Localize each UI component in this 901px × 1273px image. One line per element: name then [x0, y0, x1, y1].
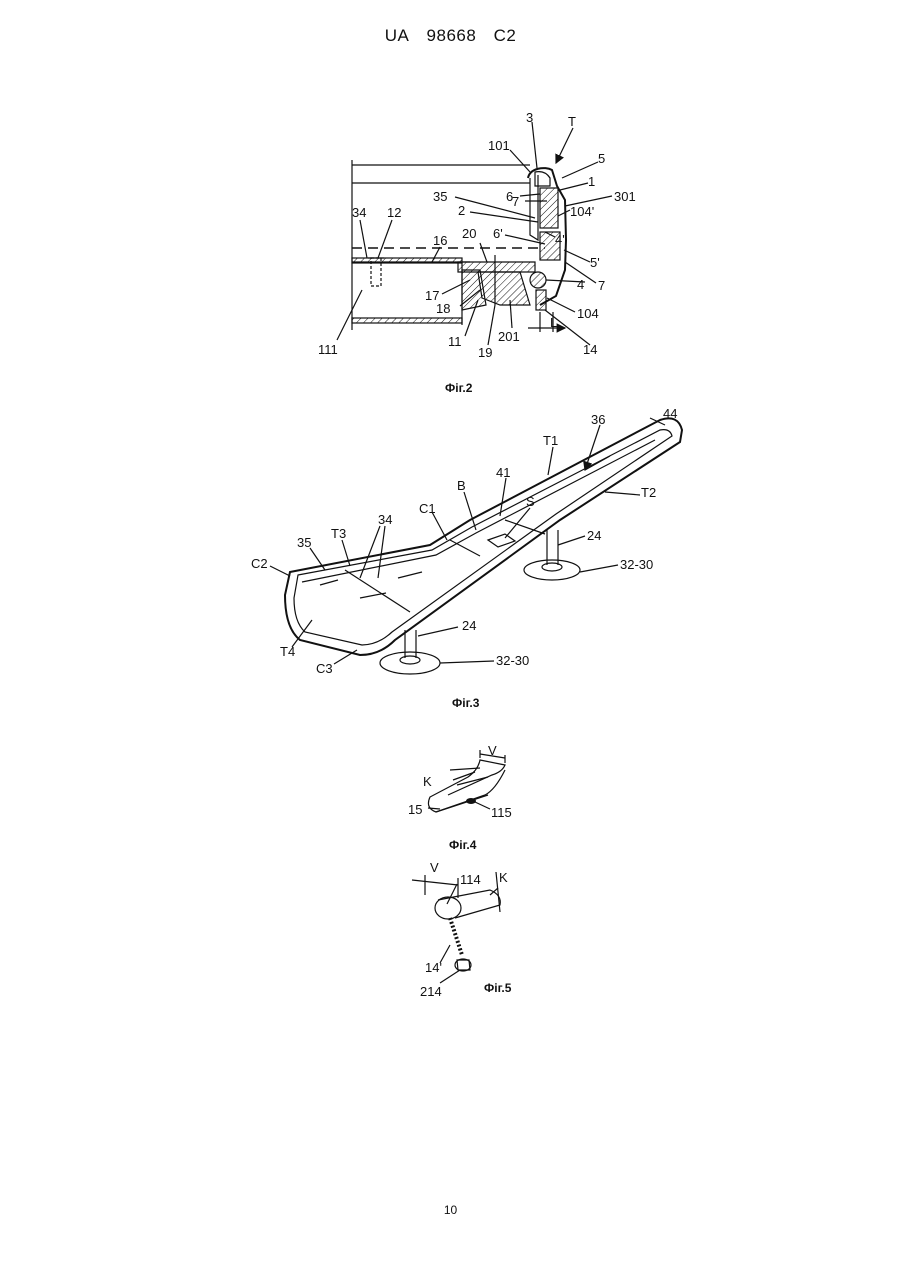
fig2-label: 201 — [498, 329, 520, 344]
fig2-label: 35 — [433, 189, 447, 204]
fig3-label: C2 — [251, 556, 268, 571]
fig3-caption: Фіг.3 — [452, 696, 480, 710]
fig3-label: 24 — [462, 618, 476, 633]
fig2-label: 1 — [588, 174, 595, 189]
fig2-label: 5 — [598, 151, 605, 166]
fig2-label: L — [550, 315, 557, 330]
fig3-label: T2 — [641, 485, 656, 500]
fig2-label: 101 — [488, 138, 510, 153]
fig3-label: C3 — [316, 661, 333, 676]
fig3-label: 41 — [496, 465, 510, 480]
fig2-label: 3 — [526, 110, 533, 125]
fig3-leg — [524, 530, 580, 580]
fig5-label: 214 — [420, 984, 442, 999]
fig2-label: 14 — [583, 342, 597, 357]
fig3-label: 34 — [378, 512, 392, 527]
fig2-label: 5' — [590, 255, 600, 270]
fig3-label: T4 — [280, 644, 295, 659]
fig2-label: 20 — [462, 226, 476, 241]
fig4-caption: Фіг.4 — [449, 838, 477, 852]
fig4-label: V — [488, 743, 497, 758]
fig3-label: C1 — [419, 501, 436, 516]
fig2-label: 104' — [570, 204, 594, 219]
fig4-label: 15 — [408, 802, 422, 817]
fig2-caption: Фіг.2 — [445, 381, 473, 395]
fig2-label: 111 — [318, 342, 338, 357]
fig2-label: 4' — [555, 232, 565, 247]
fig3-label: T1 — [543, 433, 558, 448]
figure-2: 3 T 101 5 6 1 35 7 301 2 104' 6' 4' 34 1… — [318, 110, 636, 395]
figure-4: V K 15 115 Фіг.4 — [408, 743, 512, 852]
fig2-label: 16 — [433, 233, 447, 248]
fig3-label: 35 — [297, 535, 311, 550]
fig2-label: 11 — [448, 334, 462, 349]
fig2-label: T — [568, 114, 576, 129]
figure-5: V 114 K 14' 214 Фіг.5 — [412, 860, 512, 999]
fig2-label: 104 — [577, 306, 599, 321]
fig3-leg — [380, 630, 440, 674]
fig2-label: 7 — [598, 278, 605, 293]
fig3-label: T3 — [331, 526, 346, 541]
fig3-label: 32-30 — [496, 653, 529, 668]
fig3-label: 36 — [591, 412, 605, 427]
fig5-label: 114 — [460, 872, 481, 887]
fig2-label: 301 — [614, 189, 636, 204]
fig3-label: 32-30 — [620, 557, 653, 572]
fig3-label: S — [526, 494, 535, 509]
fig3-label: 44 — [663, 406, 677, 421]
fig4-label: K — [423, 774, 432, 789]
fig2-label: 34 — [352, 205, 366, 220]
fig2-label: 18 — [436, 301, 450, 316]
fig5-label: K — [499, 870, 508, 885]
fig2-label: 19 — [478, 345, 492, 360]
fig2-label: 2 — [458, 203, 465, 218]
figure-3: 36 44 T1 T2 41 B S C1 34 T3 35 C2 24 32-… — [251, 406, 682, 710]
page-number: 10 — [0, 1203, 901, 1217]
fig2-label: 6' — [493, 226, 503, 241]
fig5-label: 14' — [425, 960, 442, 975]
fig5-caption: Фіг.5 — [484, 981, 512, 995]
fig3-label: B — [457, 478, 466, 493]
fig2-label: 4 — [577, 277, 584, 292]
fig3-label: 24 — [587, 528, 601, 543]
fig4-label: 115 — [491, 805, 512, 820]
fig2-label: 12 — [387, 205, 401, 220]
fig2-label: 7 — [512, 194, 519, 209]
fig5-label: V — [430, 860, 439, 875]
